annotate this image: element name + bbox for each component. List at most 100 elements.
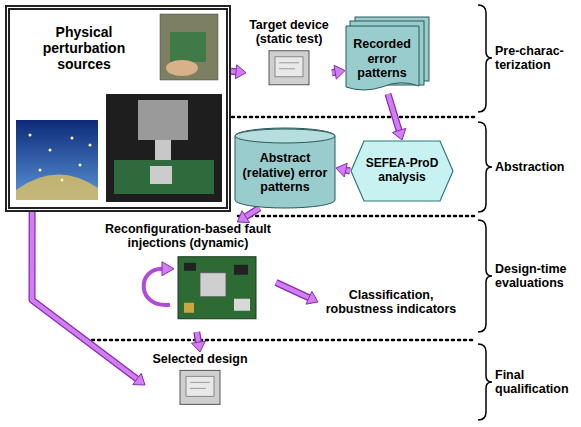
arrowheads <box>336 163 347 177</box>
process-node: Physical perturbation sources <box>5 5 231 212</box>
particle-dot <box>61 179 64 182</box>
chip-marking <box>279 68 295 69</box>
database-cylinder <box>235 128 335 208</box>
particle-dot <box>49 149 52 152</box>
node-label: Physical perturbation sources <box>22 24 146 72</box>
particle-dot <box>89 144 92 147</box>
node-illustration <box>10 10 226 207</box>
process-node: SEFEA-ProD analysis <box>350 140 454 202</box>
flow-arrow <box>336 163 350 177</box>
phase-label-box: Final qualification <box>495 368 577 397</box>
arrowheads <box>237 211 249 223</box>
board-chip <box>200 273 226 297</box>
particle-dot <box>39 169 42 172</box>
process-node: Classification, robustness indicators <box>318 284 464 320</box>
node-label: Classification, robustness indicators <box>320 288 462 317</box>
arrowheads <box>235 65 246 79</box>
phase-brace <box>478 122 492 212</box>
arrowhead <box>306 291 318 304</box>
arrowheads <box>334 65 345 79</box>
arrowhead <box>392 128 405 140</box>
flow-arrow <box>276 283 318 305</box>
process-node: Selected design <box>145 352 255 418</box>
flow-arrow <box>237 208 259 223</box>
node-label: Selected design <box>152 352 247 366</box>
node-label: SEFEA-ProD analysis <box>362 157 442 185</box>
phase-brace <box>478 220 492 332</box>
phase-label-box: Abstraction <box>495 160 577 174</box>
phase-brace <box>478 344 492 420</box>
node-label: Abstract (relative) error patterns <box>238 151 332 194</box>
arrow-outline <box>32 212 137 379</box>
process-node: Target device (static test) <box>246 18 332 94</box>
flow-arrow <box>231 65 246 79</box>
process-node: Abstract (relative) error patterns <box>234 128 336 208</box>
flow-arrow <box>388 94 406 140</box>
fpga-board <box>178 257 256 319</box>
particle-dot <box>79 164 82 167</box>
phase-label-box: Design-time evaluations <box>495 262 577 291</box>
node-label: Target device (static test) <box>246 18 332 47</box>
process-node: Recorded error patterns <box>345 16 431 94</box>
particle-dot <box>29 134 32 137</box>
particle-dot <box>71 137 74 140</box>
arrowhead <box>192 341 206 352</box>
arrow-shaft <box>246 208 260 217</box>
chip-package <box>269 51 309 85</box>
document-page <box>346 26 419 90</box>
photo-probe <box>155 140 171 160</box>
flow-arrow <box>332 65 345 79</box>
node-label: Reconfiguration-based fault injections (… <box>100 222 276 251</box>
arrow-outline <box>246 208 260 217</box>
arrowheads <box>306 291 318 304</box>
chip-package <box>180 370 220 404</box>
arrow-shaft <box>197 332 199 342</box>
phase-separator <box>238 215 474 218</box>
photo-board <box>170 32 206 62</box>
chip-marking <box>279 62 299 63</box>
phase-separator <box>232 116 474 119</box>
process-hexagon <box>351 141 453 201</box>
arrowhead <box>237 211 249 223</box>
phase-brace <box>478 5 492 112</box>
flow-arrow <box>192 332 206 352</box>
board-component <box>234 265 248 275</box>
phase-label: Design-time evaluations <box>495 262 577 291</box>
process-node: Reconfiguration-based fault injections (… <box>100 222 276 332</box>
phase-label: Final qualification <box>495 368 577 397</box>
arrowhead <box>235 65 246 79</box>
reconfiguration-loop <box>144 269 170 305</box>
arrow-outline <box>231 68 236 75</box>
phase-label: Abstraction <box>495 160 577 174</box>
arrowheads <box>392 128 405 140</box>
arrowhead <box>133 373 145 385</box>
arrow-shaft <box>32 212 137 379</box>
loop-arrowhead <box>162 262 174 276</box>
photo-surface <box>16 174 98 200</box>
chip-die <box>186 376 214 396</box>
chip-marking <box>190 388 206 389</box>
phase-label: Pre-charac- terization <box>495 44 577 73</box>
arrow-outline <box>388 94 399 130</box>
photo-setup <box>106 94 222 202</box>
photo-board <box>114 160 214 194</box>
database-top <box>235 129 335 143</box>
phase-separator <box>92 339 474 342</box>
photo-chip <box>150 166 172 184</box>
board-component <box>184 303 194 313</box>
board-component <box>184 263 196 271</box>
chip-marking <box>190 382 210 383</box>
arrowhead <box>334 65 345 79</box>
board-component <box>234 299 250 311</box>
arrowhead <box>336 163 347 177</box>
photo-particles <box>16 120 98 200</box>
arrow-shaft <box>388 94 399 130</box>
arrowheads <box>133 373 145 385</box>
arrow-shaft <box>276 283 309 298</box>
arrow-outline <box>276 283 309 298</box>
arrow-shaft <box>231 69 236 74</box>
phase-label-box: Pre-charac- terization <box>495 44 577 73</box>
photo-microscope <box>138 100 188 140</box>
